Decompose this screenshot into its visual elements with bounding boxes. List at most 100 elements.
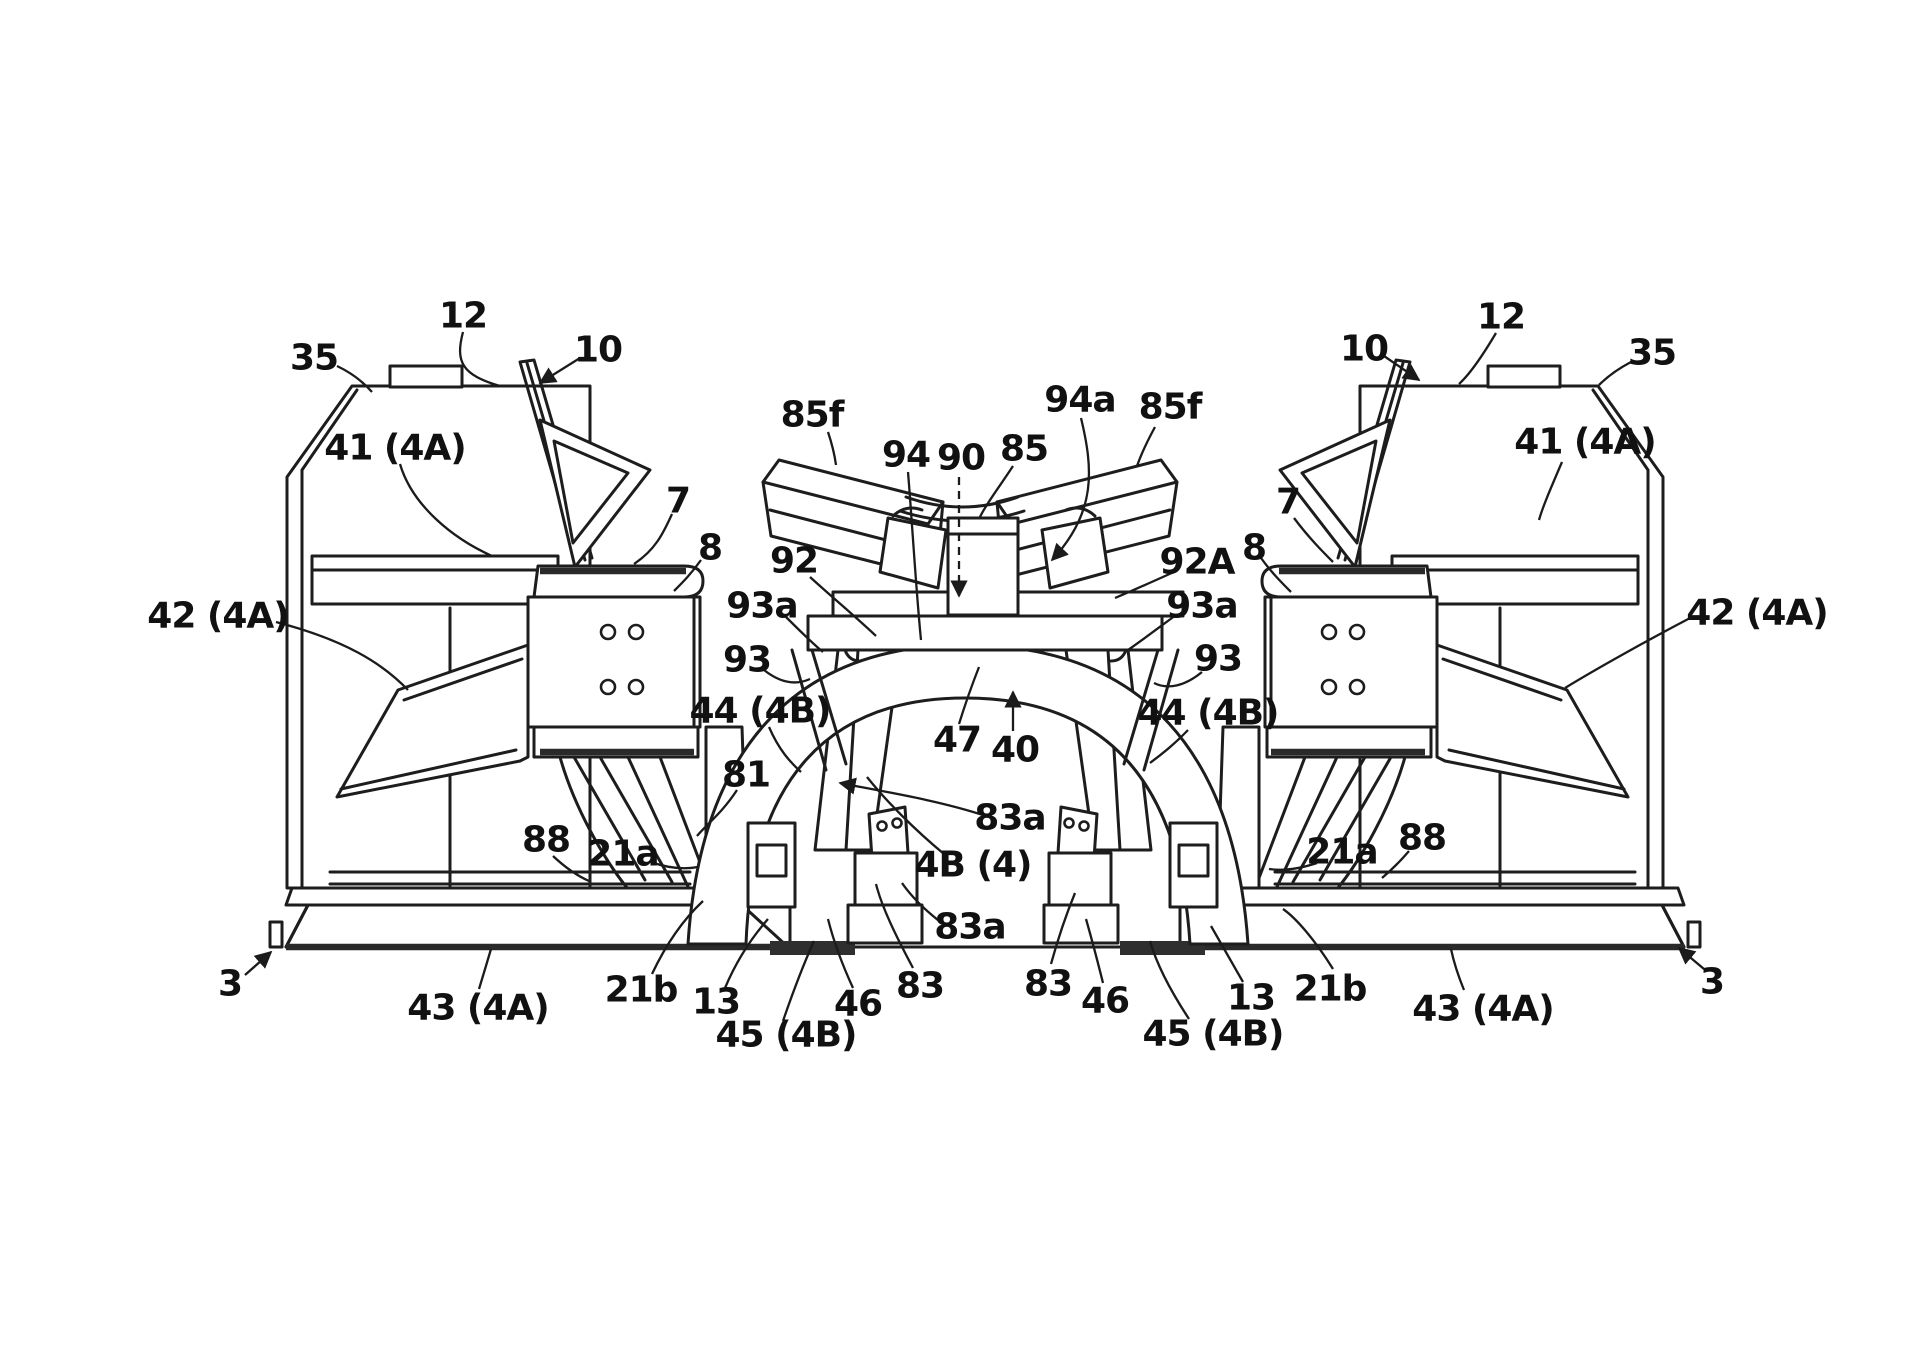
ref-number-21a-right: 21a	[1306, 832, 1377, 873]
ref-label-21b-left: 21b	[605, 900, 704, 1011]
ref-number-21a-left: 21a	[587, 834, 658, 875]
ref-number-85f-left: 85f	[781, 395, 845, 436]
ref-label-41-4a-left: 41 (4A)	[324, 428, 493, 558]
ref-number-35-left: 35	[290, 338, 338, 379]
ref-label-81: 81	[696, 755, 771, 837]
left-ledge	[310, 554, 560, 606]
leader-line-83-right	[1049, 892, 1077, 965]
leader-line-83a-upper	[838, 777, 987, 818]
ref-label-93-right: 93	[1153, 639, 1243, 688]
ref-label-93a-left: 93a	[726, 586, 824, 653]
leader-line-44-4b-left	[767, 726, 802, 773]
ref-number-85f-right: 85f	[1139, 387, 1203, 428]
ref-number-35-right: 35	[1628, 333, 1676, 374]
ref-label-12-left: 12	[439, 296, 501, 388]
leader-line-93a-right	[1127, 614, 1177, 651]
ref-number-83a-lower: 83a	[934, 907, 1005, 948]
ref-label-13-right: 13	[1210, 925, 1276, 1019]
leader-line-41-4a-right	[1537, 461, 1564, 521]
leader-line-85f-right	[1135, 426, 1157, 467]
leader-line-7-left	[633, 513, 674, 565]
leader-line-21a-right	[1268, 861, 1318, 871]
leader-line-3-right	[1677, 946, 1705, 970]
ref-label-42-4a-right: 42 (4A)	[1564, 593, 1829, 689]
ref-label-43-4a-right: 43 (4A)	[1412, 948, 1555, 1030]
ref-number-83a-upper: 83a	[974, 798, 1045, 839]
drawing-linework	[268, 358, 1702, 955]
ref-label-83-right: 83	[1024, 892, 1077, 1005]
leader-line-42-4a-left	[275, 620, 409, 691]
ref-number-42-4a-right: 42 (4A)	[1686, 593, 1827, 634]
ref-label-46-left: 46	[826, 918, 883, 1025]
left-base	[284, 886, 750, 907]
ref-label-7-right: 7	[1276, 482, 1334, 563]
left-bracket-plate	[526, 595, 702, 729]
leader-line-12-right	[1458, 332, 1497, 385]
ref-label-93-left: 93	[723, 640, 811, 684]
ref-number-85: 85	[1000, 429, 1048, 470]
left-foot	[853, 851, 919, 907]
ref-label-44-4b-left: 44 (4B)	[689, 691, 832, 773]
leader-line-3-left	[244, 950, 273, 976]
right-base	[1220, 886, 1686, 907]
leader-line-47	[957, 666, 981, 725]
ref-label-35-right: 35	[1598, 333, 1677, 386]
ref-number-44-4b-right: 44 (4B)	[1137, 693, 1278, 734]
leader-line-45-4b-left	[781, 940, 816, 1022]
leader-line-12-left	[458, 331, 501, 388]
right-83a-bracket	[1056, 805, 1099, 861]
leader-line-93-right	[1153, 671, 1203, 688]
ref-number-12-right: 12	[1477, 297, 1525, 338]
ref-label-94a: 94a	[1044, 380, 1117, 562]
leader-line-46-left	[826, 918, 855, 989]
ref-number-12-left: 12	[439, 296, 487, 337]
ref-number-43-4a-left: 43 (4A)	[407, 988, 548, 1029]
ref-number-90: 90	[937, 438, 985, 479]
ref-number-92a: 92A	[1160, 542, 1236, 583]
ref-number-93-left: 93	[723, 640, 771, 681]
leader-line-92a	[1114, 570, 1175, 600]
leader-line-46-right	[1084, 918, 1105, 984]
ref-number-81: 81	[722, 755, 770, 796]
ref-number-7-left: 7	[666, 481, 690, 522]
leader-line-35-right	[1598, 360, 1632, 386]
leader-line-94a	[1050, 417, 1091, 562]
leader-line-85f-left	[826, 431, 838, 466]
ref-number-88-left: 88	[522, 820, 570, 861]
ref-number-8-right: 8	[1242, 528, 1266, 569]
ref-number-42-4a-left: 42 (4A)	[147, 596, 288, 637]
leader-line-4b-4	[866, 776, 945, 855]
ref-label-42-4a-left: 42 (4A)	[147, 596, 409, 691]
ref-label-83-left: 83	[874, 883, 945, 1007]
ref-number-46-left: 46	[834, 984, 882, 1025]
ref-number-3-right: 3	[1700, 962, 1724, 1003]
ref-label-93a-right: 93a	[1127, 586, 1239, 651]
ref-label-35-left: 35	[290, 338, 373, 393]
ref-label-83a-lower: 83a	[901, 882, 1007, 948]
ref-label-40: 40	[991, 690, 1040, 771]
ref-number-41-4a-right: 41 (4A)	[1514, 422, 1655, 463]
ref-number-94a: 94a	[1044, 380, 1115, 421]
leader-line-21a-left	[650, 860, 699, 870]
leader-line-81	[696, 789, 738, 837]
ref-label-85f-left: 85f	[781, 395, 846, 466]
ref-label-85: 85	[978, 429, 1049, 518]
ref-number-4b-4: 4B (4)	[915, 845, 1032, 886]
leader-line-10-right	[1383, 355, 1421, 381]
right-triangle-frame	[1278, 418, 1392, 569]
leader-line-8-right	[1260, 557, 1292, 593]
leader-line-92	[809, 576, 877, 637]
ref-number-45-4b-left: 45 (4B)	[715, 1015, 856, 1056]
ref-label-41-4a-right: 41 (4A)	[1514, 422, 1657, 521]
right-bracket-plate	[1263, 595, 1439, 729]
ref-number-40: 40	[991, 730, 1039, 771]
ref-label-47: 47	[933, 666, 982, 761]
ref-label-3-left: 3	[218, 950, 273, 1005]
leader-line-88-left	[552, 855, 590, 883]
ref-number-10-right: 10	[1340, 329, 1388, 370]
ref-label-83a-upper: 83a	[838, 777, 1047, 839]
ref-number-10-left: 10	[574, 330, 622, 371]
leader-line-43-4a-left	[477, 948, 493, 990]
ref-label-21a-right: 21a	[1268, 832, 1379, 873]
